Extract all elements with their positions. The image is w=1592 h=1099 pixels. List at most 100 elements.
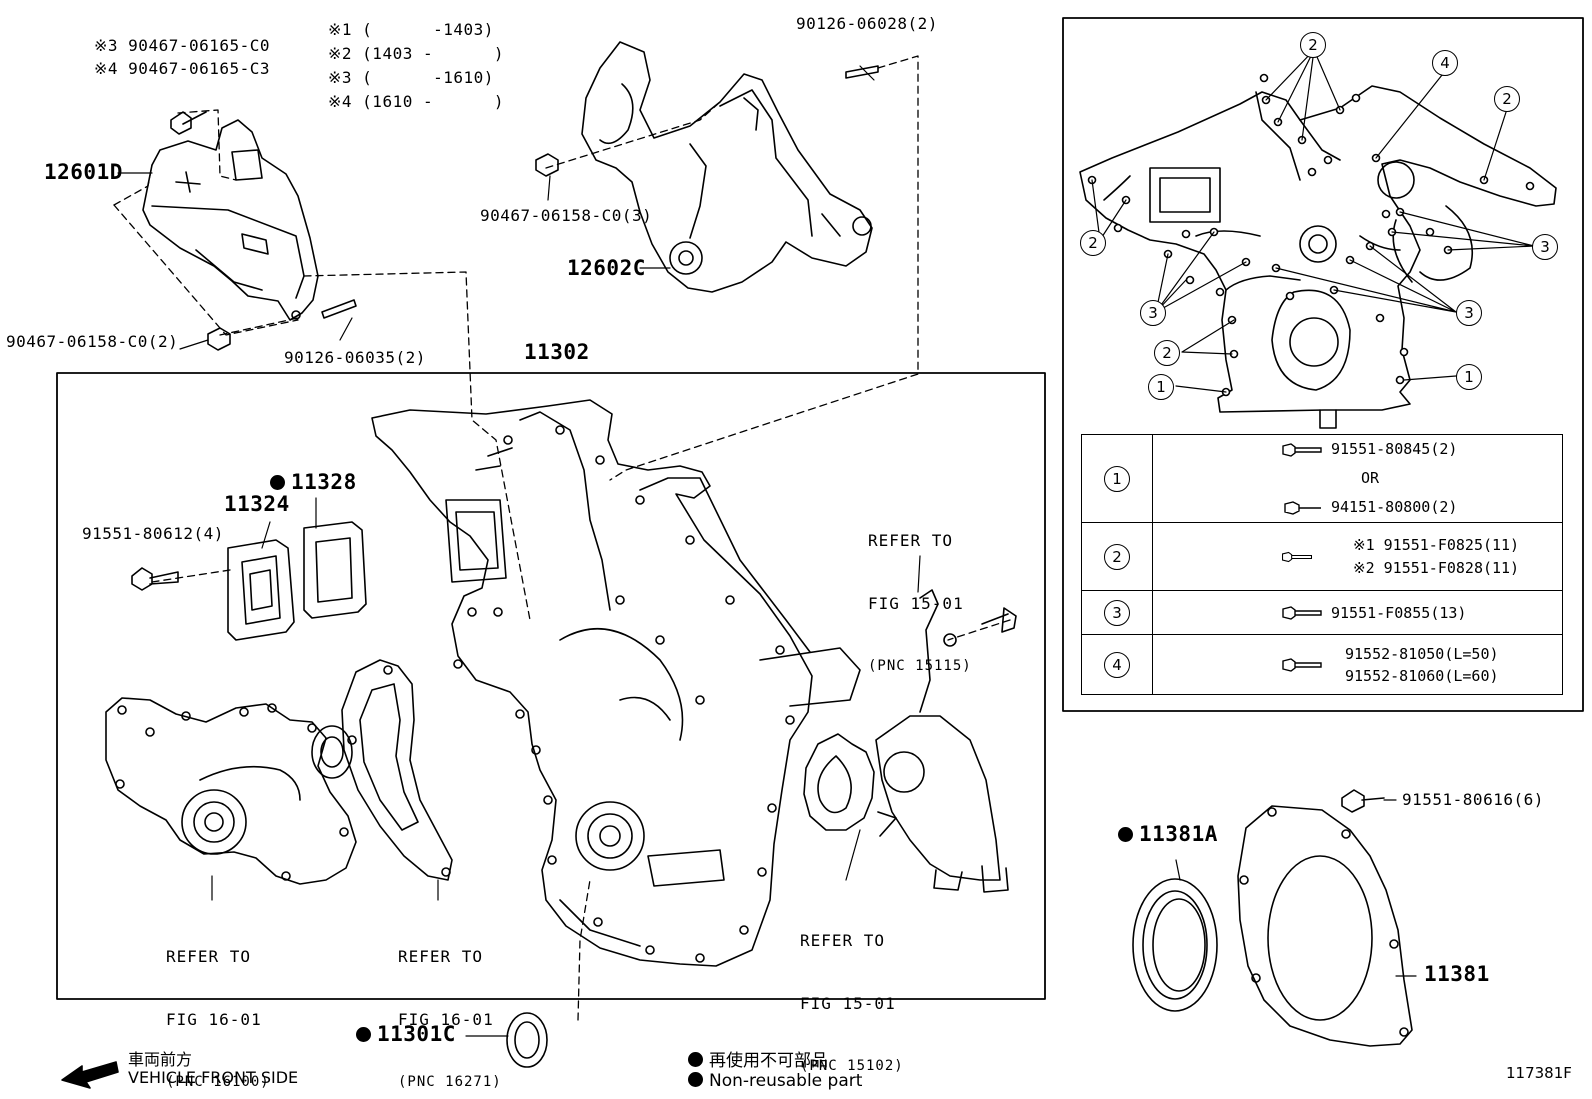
callout-c12[interactable]: 91551-80612(4)	[82, 524, 224, 543]
refer-block-r1[interactable]: REFER TO FIG 16-01 (PNC 16100)	[166, 904, 270, 1099]
refer-block-r3[interactable]: REFER TO FIG 15-01 (PNC 15102)	[800, 888, 904, 1099]
callout-c6[interactable]: 90126-06028(2)	[796, 14, 938, 33]
rear-oil-seal-11381a-drawing	[1132, 878, 1218, 1012]
bolt-icon	[1282, 657, 1322, 672]
refer-pnc: (PNC 15115)	[868, 658, 972, 674]
bolt-icon	[1281, 551, 1313, 562]
part-number: 91551-80845(2)	[1331, 440, 1458, 458]
callout-c15[interactable]: 11381	[1424, 962, 1490, 986]
vehicle-front-label-jp: 車両前方	[128, 1050, 193, 1069]
callout-c14-text: 11381A	[1139, 822, 1218, 846]
bolt-table-key-cell: 3	[1081, 590, 1153, 635]
bolt-table-parts-cell: ※1 91551-F0825(11) ※2 91551-F0828(11)	[1152, 522, 1563, 591]
water-pump-drawing	[105, 697, 357, 885]
bolt-map-marker-1: 1	[1148, 374, 1174, 400]
nut-icon	[1284, 500, 1321, 515]
bolt-table-row[interactable]: 2 ※1 91551-F0825(11) ※2 91551-F0828(11)	[1081, 522, 1563, 591]
bolt-map-box	[1062, 17, 1584, 712]
solid-leader-lines	[117, 65, 1417, 1037]
bolt-map-marker-4: 4	[1432, 50, 1458, 76]
part-number: 91552-81060(L=60)	[1345, 666, 1499, 685]
non-reusable-dot-icon	[688, 1072, 703, 1087]
callout-c8[interactable]: 12602C	[567, 256, 646, 280]
plate-11324-drawing	[227, 539, 295, 641]
bolt-table-row[interactable]: 1 91551-80845(2) OR 94151-80800(2)	[1081, 434, 1563, 523]
circled-number: 4	[1104, 651, 1130, 678]
retainer-11381-drawing	[1237, 805, 1413, 1047]
diagram-id: 117381F	[1506, 1064, 1572, 1082]
bolt-map-marker-3: 3	[1456, 300, 1482, 326]
callout-c13-text: 11301C	[377, 1022, 456, 1046]
callout-c11[interactable]: 11324	[224, 492, 290, 516]
bolt-map-leaders	[1091, 49, 1535, 393]
circled-number: 2	[1104, 543, 1130, 570]
refer-pnc: (PNC 15102)	[800, 1058, 904, 1074]
legend-jp-text: 再使用不可部品	[709, 1051, 828, 1071]
part-number: 91552-81050(L=50)	[1345, 644, 1499, 663]
bolt-map-marker-2: 2	[1080, 230, 1106, 256]
oil-seal-11301c-drawing	[506, 1012, 548, 1068]
assembly-11302-box	[56, 372, 1046, 1000]
bolt-table-parts-cell: 91551-F0855(13)	[1152, 590, 1563, 635]
bolt-table-key-cell: 2	[1081, 522, 1153, 591]
refer-line: FIG 16-01	[398, 1010, 494, 1029]
refer-line: FIG 15-01	[800, 994, 896, 1013]
bolt-map-engine-outline	[1079, 85, 1557, 429]
vehicle-front-label-en: VEHICLE FRONT SIDE	[128, 1068, 299, 1087]
callout-c7[interactable]: 90467-06158-C0(3)	[480, 206, 653, 225]
timing-cover-11302-drawing	[371, 399, 861, 967]
bolt-map-marker-2: 2	[1154, 340, 1180, 366]
refer-line: REFER TO	[868, 531, 954, 550]
bolt-map-marker-2: 2	[1300, 32, 1326, 58]
bolt-table: 1 91551-80845(2) OR 94151-80800(2) 2 ※1 …	[1081, 434, 1563, 695]
callout-c3[interactable]: 12601D	[44, 160, 123, 184]
non-reusable-dot-icon	[1118, 827, 1133, 842]
callout-c1: ※3 90467-06165-C0	[94, 36, 271, 55]
date-notes: ※1 ( -1403) ※2 (1403 - ) ※3 ( -1610) ※4 …	[328, 18, 504, 114]
callout-c14[interactable]: 11381A	[1118, 822, 1218, 846]
refer-line: FIG 16-01	[166, 1010, 262, 1029]
dashed-guide-lines	[113, 55, 1011, 1021]
bolt-icon	[1282, 606, 1322, 620]
bolt-table-key-cell: 4	[1081, 634, 1153, 695]
bracket-12601d-drawing	[142, 119, 319, 321]
non-reusable-dot-icon	[270, 475, 285, 490]
bolt-icon	[1282, 442, 1322, 457]
date-note: ※4 (1610 - )	[328, 92, 505, 111]
circled-number: 3	[1104, 599, 1130, 626]
bolt-table-row[interactable]: 3 91551-F0855(13)	[1081, 590, 1563, 635]
date-note: ※3 ( -1610)	[328, 68, 494, 87]
bolt-table-row[interactable]: 4 91552-81050(L=50) 91552-81060(L=60)	[1081, 634, 1563, 695]
part-number: ※2 91551-F0828(11)	[1353, 558, 1520, 577]
callout-c4[interactable]: 90467-06158-C0(2)	[6, 332, 179, 351]
legend-en-text: Non-reusable part	[709, 1071, 863, 1091]
bolt-table-key-cell: 1	[1081, 434, 1153, 523]
date-note: ※1 ( -1403)	[328, 20, 494, 39]
legend-en: Non-reusable part	[688, 1071, 862, 1091]
callout-c2: ※4 90467-06165-C3	[94, 59, 271, 78]
refer-line: REFER TO	[166, 947, 252, 966]
callout-c10[interactable]: 11328	[270, 470, 357, 494]
date-note: ※2 (1403 - )	[328, 44, 505, 63]
callout-c5[interactable]: 90126-06035(2)	[284, 348, 426, 367]
callout-c10-text: 11328	[291, 470, 357, 494]
refer-block-r4[interactable]: REFER TO FIG 15-01 (PNC 15115)	[868, 488, 972, 719]
callout-c16[interactable]: 91551-80616(6)	[1402, 790, 1544, 809]
part-number: 91551-F0855(13)	[1331, 603, 1467, 622]
callout-c13[interactable]: 11301C	[356, 1022, 456, 1046]
bolt-line: 94151-80800(2)	[1281, 493, 1562, 522]
refer-pnc: (PNC 16100)	[166, 1074, 270, 1090]
oil-pump-drawing	[803, 589, 1009, 893]
refer-line: REFER TO	[800, 931, 886, 950]
refer-block-r2[interactable]: REFER TO FIG 16-01 (PNC 16271)	[398, 904, 502, 1099]
bolt-map-marker-2: 2	[1494, 86, 1520, 112]
bolt-table-parts-cell: 91552-81050(L=50) 91552-81060(L=60)	[1152, 634, 1563, 695]
or-text: OR	[1361, 469, 1380, 487]
callout-c9[interactable]: 11302	[524, 340, 590, 364]
housing-12602c-drawing	[581, 41, 873, 293]
circled-number: 1	[1104, 465, 1130, 492]
refer-line: FIG 15-01	[868, 594, 964, 613]
refer-pnc: (PNC 16271)	[398, 1074, 502, 1090]
bolt-table-parts-cell: 91551-80845(2) OR 94151-80800(2)	[1152, 434, 1563, 523]
